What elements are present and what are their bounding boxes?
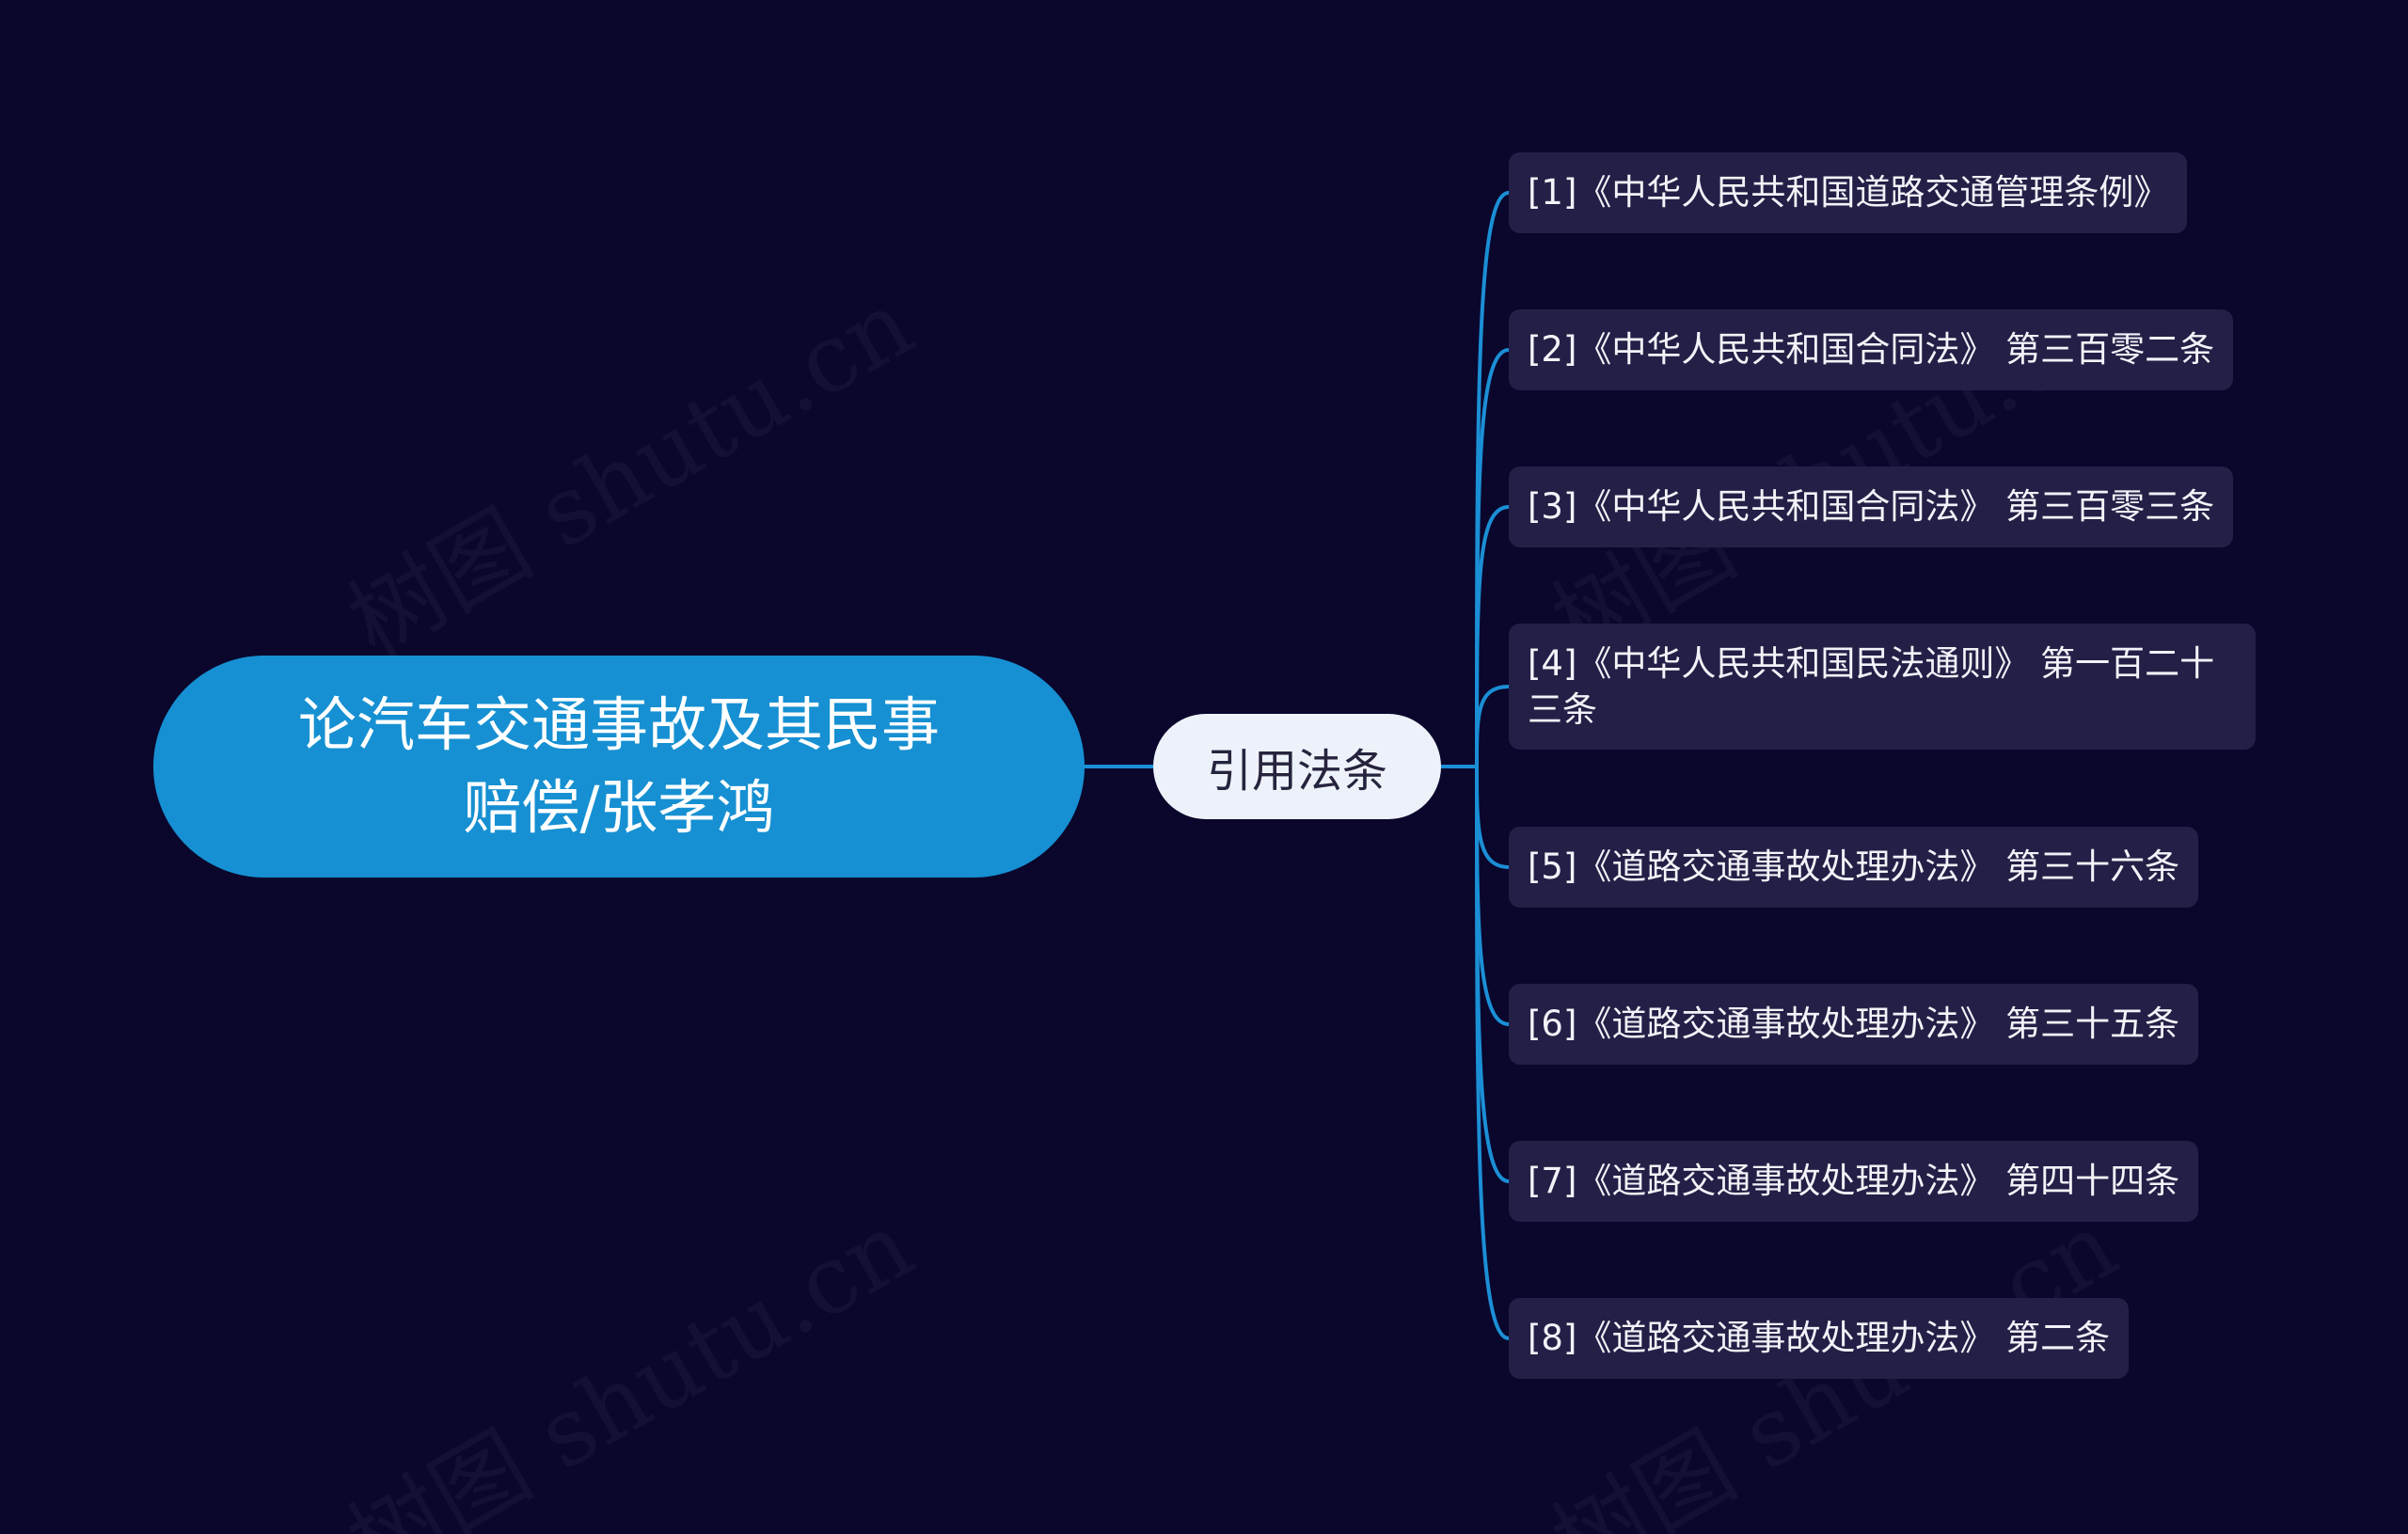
leaf-topic-label: [1]《中华人民共和国道路交通管理条例》 xyxy=(1528,172,2169,213)
root-topic[interactable]: 论汽车交通事故及其民事赔偿/张孝鸿 xyxy=(153,656,1085,878)
leaf-topic-label: [5]《道路交通事故处理办法》 第三十六条 xyxy=(1528,846,2180,887)
leaf-topic-5[interactable]: [5]《道路交通事故处理办法》 第三十六条 xyxy=(1509,827,2199,908)
branch-topic[interactable]: 引用法条 xyxy=(1153,714,1441,819)
leaf-topic-label: [4]《中华人民共和国民法通则》 第一百二十三条 xyxy=(1528,643,2215,730)
connector-leaf-1 xyxy=(1475,191,1510,767)
leaf-topic-label: [3]《中华人民共和国合同法》 第三百零三条 xyxy=(1528,486,2215,527)
leaf-topic-6[interactable]: [6]《道路交通事故处理办法》 第三十五条 xyxy=(1509,984,2199,1065)
connector-leaf-6 xyxy=(1475,766,1510,1026)
leaf-topic-3[interactable]: [3]《中华人民共和国合同法》 第三百零三条 xyxy=(1509,467,2234,547)
leaf-topic-label: [7]《道路交通事故处理办法》 第四十四条 xyxy=(1528,1161,2180,1201)
leaf-topic-label: [2]《中华人民共和国合同法》 第三百零二条 xyxy=(1528,329,2215,370)
connector-leaf-5 xyxy=(1475,766,1510,869)
leaf-topic-1[interactable]: [1]《中华人民共和国道路交通管理条例》 xyxy=(1509,152,2188,233)
connector-leaf-3 xyxy=(1475,505,1510,767)
leaf-topic-7[interactable]: [7]《道路交通事故处理办法》 第四十四条 xyxy=(1509,1141,2199,1222)
connector-leaf-4 xyxy=(1475,685,1510,767)
leaf-topic-8[interactable]: [8]《道路交通事故处理办法》 第二条 xyxy=(1509,1298,2130,1379)
connector-leaf-8 xyxy=(1475,766,1510,1340)
leaf-topic-label: [6]《道路交通事故处理办法》 第三十五条 xyxy=(1528,1004,2180,1044)
leaf-topic-4[interactable]: [4]《中华人民共和国民法通则》 第一百二十三条 xyxy=(1509,624,2256,750)
branch-topic-label: 引用法条 xyxy=(1206,745,1387,798)
leaf-topic-2[interactable]: [2]《中华人民共和国合同法》 第三百零二条 xyxy=(1509,309,2234,390)
root-topic-label: 论汽车交通事故及其民事赔偿/张孝鸿 xyxy=(297,690,940,842)
leaf-topic-label: [8]《道路交通事故处理办法》 第二条 xyxy=(1528,1318,2111,1358)
